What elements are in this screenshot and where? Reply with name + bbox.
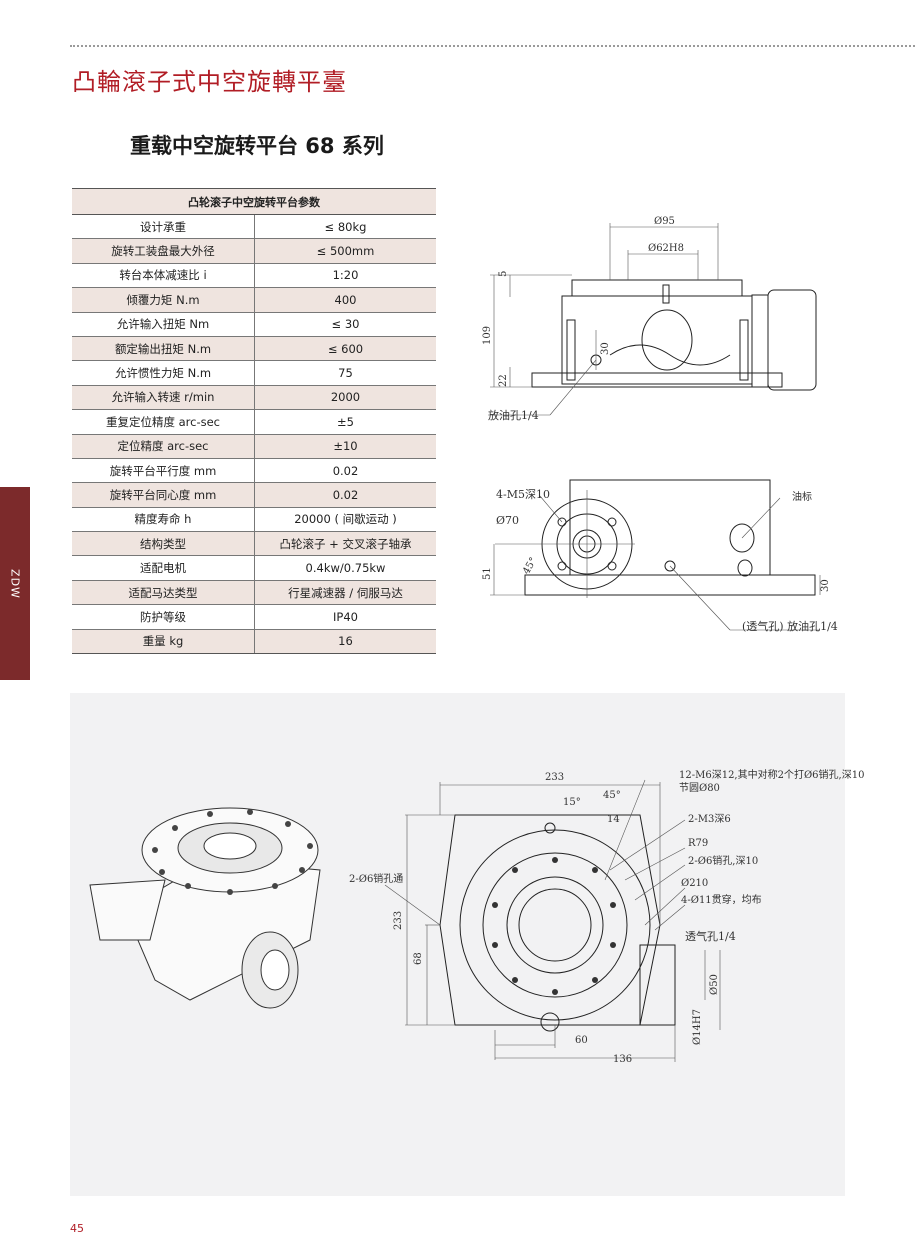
dim-d210: Ø210 [681, 878, 708, 889]
param-value: 0.02 [254, 482, 436, 508]
param-value: 0.4kw/0.75kw [254, 555, 436, 581]
table-row: 结构类型凸轮滚子 + 交叉滚子轴承 [72, 531, 436, 557]
param-label: 精度寿命 h [72, 507, 255, 533]
side-view-drawing: 4-M5深10 Ø70 51 45° 30 油标 (透气孔) 放油孔1/4 [480, 470, 838, 650]
param-label: 转台本体减速比 i [72, 263, 255, 289]
vent-label: 透气孔1/4 [685, 929, 736, 943]
param-value: IP40 [254, 604, 436, 630]
front-view-drawing: Ø95 Ø62H8 5 109 22 30 放油孔1/4 [480, 205, 820, 435]
param-label: 适配电机 [72, 555, 255, 581]
category-title: 凸輪滾子式中空旋轉平臺 [72, 68, 347, 96]
page-number: 45 [70, 1222, 84, 1235]
dim-h5: 5 [498, 271, 509, 277]
dim-m6-line2: 节圆Ø80 [679, 782, 720, 794]
dim-h233: 233 [393, 911, 404, 930]
table-row: 额定输出扭矩 N.m≤ 600 [72, 336, 436, 362]
param-label: 允许输入扭矩 Nm [72, 312, 255, 337]
dim-h51: 51 [482, 567, 493, 580]
param-label: 结构类型 [72, 531, 255, 557]
param-label: 允许输入转速 r/min [72, 385, 255, 411]
param-value: ≤ 600 [254, 336, 436, 362]
table-row: 允许输入扭矩 Nm≤ 30 [72, 312, 436, 337]
param-label: 适配马达类型 [72, 580, 255, 606]
dim-d14h7: Ø14H7 [692, 1009, 703, 1045]
dim-pin-through: 2-Ø6销孔通 [349, 872, 403, 885]
param-value: ≤ 30 [254, 312, 436, 337]
dim-m6-line1: 12-M6深12,其中对称2个打Ø6销孔,深10 [679, 768, 864, 781]
dim-h68: 68 [413, 952, 424, 965]
param-label: 旋转工装盘最大外径 [72, 238, 255, 264]
drain-label: 放油孔1/4 [488, 408, 539, 422]
dim-a45: 45° [603, 790, 621, 801]
param-label: 重量 kg [72, 629, 255, 655]
vent-label: (透气孔) 放油孔1/4 [742, 619, 838, 633]
param-value: 行星减速器 / 伺服马达 [254, 580, 436, 606]
param-label: 设计承重 [72, 214, 255, 240]
dim-d50: Ø50 [709, 974, 720, 995]
param-value: 16 [254, 629, 436, 655]
product-title: 重载中空旋转平台 68 系列 [130, 134, 384, 158]
param-label: 防护等级 [72, 604, 255, 630]
dim-w233: 233 [545, 772, 564, 783]
param-label: 允许惯性力矩 N.m [72, 360, 255, 386]
table-row: 设计承重≤ 80kg [72, 214, 436, 240]
dim-m3: 2-M3深6 [688, 813, 731, 825]
dim-4-m5: 4-M5深10 [496, 488, 550, 501]
dim-r79: R79 [688, 838, 708, 849]
table-row: 定位精度 arc-sec±10 [72, 434, 436, 459]
dim-a45: 45° [521, 556, 539, 577]
param-value: 2000 [254, 385, 436, 411]
dim-a15: 15° [563, 797, 581, 808]
dim-h30: 30 [820, 579, 831, 592]
oil-mark-label: 油标 [792, 490, 812, 503]
dotted-rule [70, 45, 915, 47]
dim-d95: Ø95 [654, 216, 675, 227]
param-label: 旋转平台同心度 mm [72, 482, 255, 508]
param-value: 20000 ( 间歇运动 ) [254, 507, 436, 533]
param-value: 1:20 [254, 263, 436, 289]
dim-d70: Ø70 [496, 514, 519, 527]
param-label: 定位精度 arc-sec [72, 434, 255, 459]
dim-h30: 30 [600, 342, 611, 355]
side-tab-label: ZDW [8, 568, 22, 599]
param-value: ±5 [254, 409, 436, 435]
param-label: 倾覆力矩 N.m [72, 287, 255, 313]
dim-d62h8: Ø62H8 [648, 243, 684, 254]
param-value: 75 [254, 360, 436, 386]
dim-w60: 60 [575, 1035, 588, 1046]
param-value: ≤ 500mm [254, 238, 436, 264]
dim-h22: 22 [498, 374, 509, 387]
dim-h109: 109 [482, 326, 493, 345]
dim-through: 4-Ø11贯穿，均布 [681, 893, 762, 906]
side-tab: ZDW [0, 487, 30, 680]
top-view-drawing: 233 233 68 60 136 15° 45° 14 12-M6深12,其中… [345, 760, 864, 1070]
param-label: 旋转平台平行度 mm [72, 458, 255, 484]
dim-pin6: 2-Ø6销孔,深10 [688, 854, 758, 867]
param-value: ≤ 80kg [254, 214, 436, 240]
param-value: 凸轮滚子 + 交叉滚子轴承 [254, 531, 436, 557]
table-heading: 凸轮滚子中空旋转平台参数 [72, 188, 436, 215]
dim-d14: 14 [607, 814, 620, 825]
param-value: ±10 [254, 434, 436, 459]
param-value: 0.02 [254, 458, 436, 484]
table-row: 旋转工装盘最大外径≤ 500mm [72, 238, 436, 264]
table-row: 重复定位精度 arc-sec±5 [72, 409, 436, 435]
param-label: 重复定位精度 arc-sec [72, 409, 255, 435]
table-row: 适配马达类型行星减速器 / 伺服马达 [72, 580, 436, 606]
isometric-rendering [80, 790, 330, 1020]
dim-w136: 136 [613, 1054, 632, 1065]
param-value: 400 [254, 287, 436, 313]
param-label: 额定输出扭矩 N.m [72, 336, 255, 362]
